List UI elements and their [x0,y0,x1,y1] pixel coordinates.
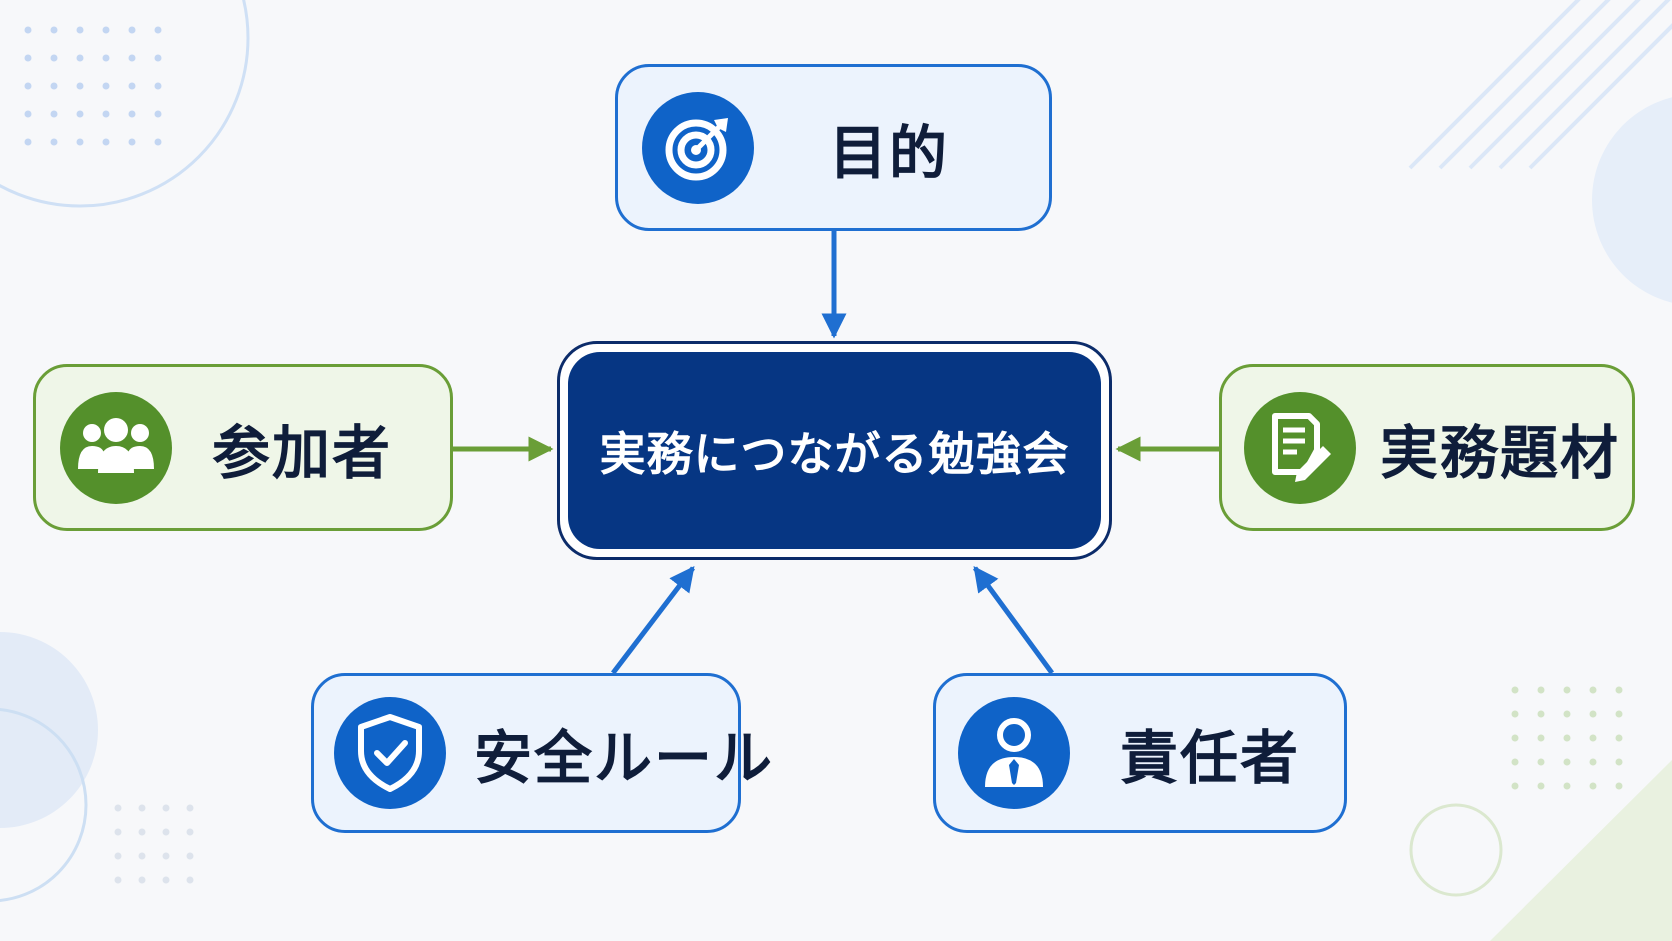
arrow-safety-to-center [611,566,695,675]
center-node: 実務につながる勉強会 [557,341,1112,560]
node-responsible-label: 責任者 [1120,724,1301,792]
center-node-label: 実務につながる勉強会 [599,426,1070,481]
arrow-responsible-to-center [972,565,1055,675]
people-group-icon [60,391,172,504]
node-participants-label: 参加者 [212,418,393,487]
center-node-fill: 実務につながる勉強会 [568,352,1101,549]
document-edit-icon [1244,391,1356,504]
node-safety-label: 安全ルール [474,724,775,792]
node-materials-label: 実務題材 [1380,418,1621,487]
node-purpose: 目的 [615,64,1052,231]
node-safety: 安全ルール [311,673,772,833]
shield-check-icon [334,697,446,809]
node-responsible: 責任者 [933,673,1347,833]
target-icon [642,91,754,204]
person-tie-icon [958,697,1070,809]
node-participants: 参加者 [33,364,453,531]
node-materials: 実務題材 [1219,364,1635,531]
node-purpose-label: 目的 [829,118,950,187]
